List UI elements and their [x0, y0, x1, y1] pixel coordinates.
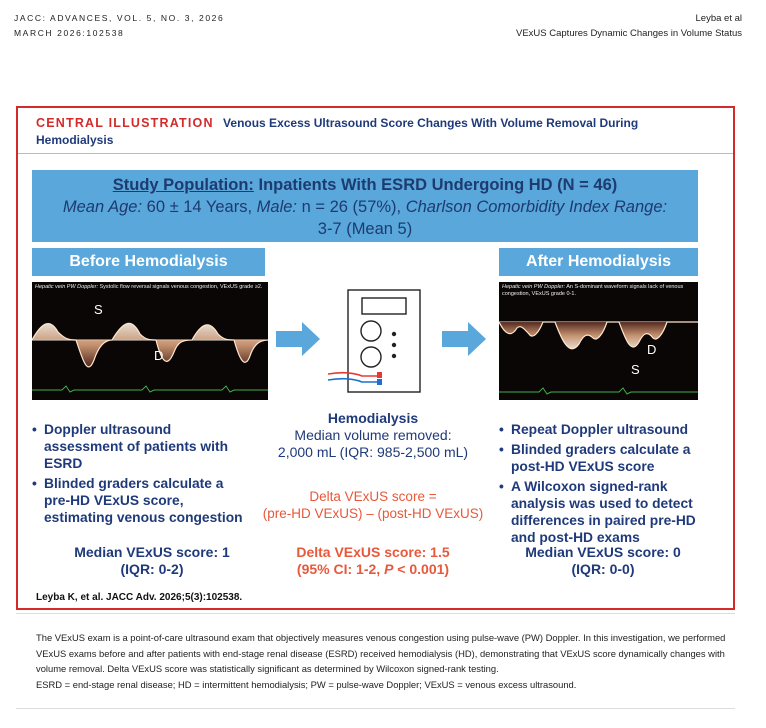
list-item: Blinded graders calculate a pre-HD VExUS… [32, 475, 252, 526]
p-value-text: < 0.001) [393, 561, 450, 577]
short-title: VExUS Captures Dynamic Changes in Volume… [516, 28, 742, 39]
age-value: 60 ± 14 Years, [146, 198, 253, 216]
illustration-heading: Venous Excess Ultrasound Score Changes W… [36, 116, 639, 147]
before-caption-label: Hepatic vein PW Doppler: [35, 284, 98, 290]
population-heading: Study Population: Inpatients With ESRD U… [32, 174, 698, 196]
male-value: n = 26 (57%), [301, 198, 402, 216]
legend-abbreviations: ESRD = end-stage renal disease; HD = int… [36, 678, 577, 690]
volume-removed-value: 2,000 mL (IQR: 985-2,500 mL) [277, 444, 469, 460]
after-caption-label: Hepatic vein PW Doppler: [502, 284, 565, 290]
running-header-left: JACC: ADVANCES, VOL. 5, NO. 3, 2026 MARC… [14, 11, 224, 41]
delta-score: Delta VExUS score: 1.5 (95% CI: 1-2, P <… [253, 544, 493, 578]
before-score: Median VExUS score: 1 (IQR: 0-2) [32, 544, 272, 578]
citation: Leyba K, et al. JACC Adv. 2026;5(3):1025… [36, 592, 243, 603]
journal-volume: JACC: ADVANCES, VOL. 5, NO. 3, 2026 [14, 13, 225, 23]
title-divider [18, 153, 733, 154]
delta-score-ci: (95% CI: 1-2, P < 0.001) [253, 561, 493, 578]
male-label: Male: [256, 198, 298, 216]
before-steps-list: Doppler ultrasound assessment of patient… [32, 421, 252, 529]
legend-bottom-divider [16, 708, 735, 709]
list-item: Doppler ultrasound assessment of patient… [32, 421, 252, 472]
cci-label: Charlson Comorbidity Index Range: [405, 198, 668, 216]
list-item: Blinded graders calculate a post-HD VExU… [499, 441, 711, 475]
before-caption-text: Systolic flow reversal signals venous co… [99, 284, 263, 290]
right-arrow-icon [276, 322, 320, 356]
waveform-envelope [499, 321, 698, 350]
cci-value: 3-7 (Mean 5) [317, 220, 413, 238]
hemodialysis-title: Hemodialysis [327, 410, 419, 426]
before-d-wave-label: D [154, 348, 164, 363]
ecg-trace [499, 387, 698, 395]
legend-paragraph: The VExUS exam is a point-of-care ultras… [36, 632, 726, 674]
after-hemodialysis-banner: After Hemodialysis [499, 248, 698, 276]
ecg-trace [32, 385, 268, 393]
after-caption-text: An S-dominant waveform signals lack of v… [502, 284, 684, 297]
waveform-fill [499, 322, 698, 349]
author-line: Leyba et al [695, 13, 742, 24]
study-population-box: Study Population: Inpatients With ESRD U… [32, 170, 698, 242]
waveform-envelope [32, 322, 268, 368]
population-text: Inpatients With ESRD Undergoing HD (N = … [258, 176, 618, 194]
illustration-title: CENTRAL ILLUSTRATION Venous Excess Ultra… [36, 115, 676, 149]
before-s-wave-label: S [94, 302, 103, 317]
list-item: A Wilcoxon signed-rank analysis was used… [499, 478, 711, 546]
after-doppler-caption: Hepatic vein PW Doppler: An S-dominant w… [502, 284, 695, 298]
after-s-wave-label: S [631, 362, 640, 377]
before-score-iqr: (IQR: 0-2) [120, 561, 184, 577]
before-doppler-image: Hepatic vein PW Doppler: Systolic flow r… [32, 282, 268, 400]
right-arrow-icon [442, 322, 486, 356]
delta-formula-line2: (pre-HD VExUS) – (post-HD VExUS) [262, 506, 484, 521]
after-waveform [499, 321, 698, 395]
figure-legend: The VExUS exam is a point-of-care ultras… [36, 630, 736, 692]
after-steps-list: Repeat Doppler ultrasound Blinded grader… [499, 421, 711, 549]
before-doppler-caption: Hepatic vein PW Doppler: Systolic flow r… [35, 284, 265, 291]
volume-removed-label: Median volume removed: [294, 427, 452, 443]
before-waveform [32, 322, 268, 393]
population-label: Study Population: [112, 176, 254, 194]
ci-text: (95% CI: 1-2, [296, 561, 385, 577]
hemodialysis-machine-icon [328, 289, 421, 393]
after-doppler-image: Hepatic vein PW Doppler: An S-dominant w… [499, 282, 698, 400]
central-illustration: CENTRAL ILLUSTRATION Venous Excess Ultra… [16, 106, 735, 610]
journal-date: MARCH 2026:102538 [14, 28, 125, 38]
before-score-median: Median VExUS score: 1 [74, 544, 230, 560]
hemodialysis-summary: Hemodialysis Median volume removed: 2,00… [253, 410, 493, 461]
population-demographics: Mean Age: 60 ± 14 Years, Male: n = 26 (5… [32, 196, 698, 218]
delta-formula: Delta VExUS score = (pre-HD VExUS) – (po… [253, 488, 493, 522]
after-score-iqr: (IQR: 0-0) [571, 561, 635, 577]
delta-formula-line1: Delta VExUS score = [309, 489, 437, 504]
after-score-median: Median VExUS score: 0 [525, 544, 681, 560]
age-label: Mean Age: [62, 198, 143, 216]
waveform-fill [32, 323, 268, 367]
legend-divider [16, 613, 735, 614]
before-hemodialysis-banner: Before Hemodialysis [32, 248, 265, 276]
after-score: Median VExUS score: 0 (IQR: 0-0) [488, 544, 718, 578]
list-item: Repeat Doppler ultrasound [499, 421, 711, 438]
running-header-right: Leyba et al VExUS Captures Dynamic Chang… [516, 11, 742, 41]
after-d-wave-label: D [647, 342, 657, 357]
p-symbol: P [384, 561, 394, 577]
illustration-label: CENTRAL ILLUSTRATION [36, 116, 214, 130]
delta-score-value: Delta VExUS score: 1.5 [296, 544, 450, 560]
